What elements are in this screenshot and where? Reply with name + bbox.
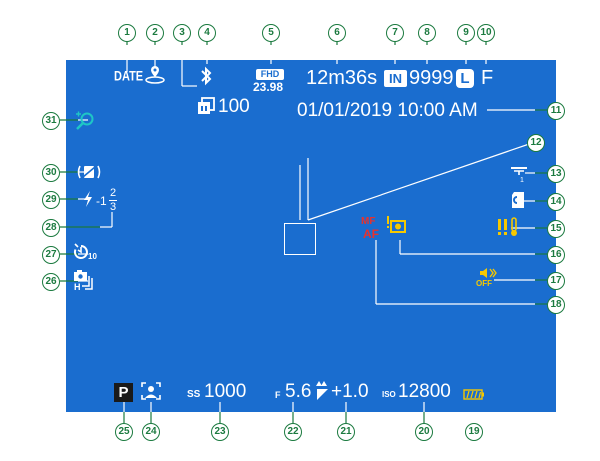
aperture-value: 5.6 bbox=[285, 381, 312, 402]
focus-frame bbox=[284, 223, 316, 255]
callout-12: 12 bbox=[527, 134, 545, 152]
iso-value: 12800 bbox=[398, 381, 451, 402]
wireless-transfer-icon bbox=[196, 96, 216, 121]
callout-31: 31 bbox=[42, 112, 60, 130]
temperature-warning-icon bbox=[496, 216, 522, 243]
image-quality: F bbox=[481, 67, 494, 89]
image-stabilization-icon bbox=[76, 162, 102, 187]
manual-focus-label: MF bbox=[361, 216, 376, 227]
record-time: 12m36s bbox=[306, 67, 378, 89]
continuous-drive-icon bbox=[72, 268, 96, 295]
callout-10: 10 bbox=[477, 24, 495, 42]
exposure-comp-value: +1.0 bbox=[331, 381, 369, 402]
iso-label: ISO bbox=[382, 390, 396, 399]
image-size-badge: L bbox=[456, 69, 474, 88]
callout-19: 19 bbox=[465, 423, 483, 441]
card-icon bbox=[510, 190, 528, 215]
callout-25: 25 bbox=[115, 423, 133, 441]
callout-16: 16 bbox=[547, 246, 565, 264]
flash-comp-denominator: 3 bbox=[110, 201, 117, 213]
wireless-count: 100 bbox=[218, 96, 250, 117]
callout-2: 2 bbox=[146, 24, 164, 42]
svg-text:1: 1 bbox=[520, 177, 524, 183]
flash-comp-fraction-bar bbox=[109, 200, 117, 202]
callout-23: 23 bbox=[211, 423, 229, 441]
shutter-speed-value: 1000 bbox=[204, 381, 247, 402]
location-icon bbox=[144, 64, 166, 89]
flash-comp-main: -1 bbox=[96, 194, 107, 208]
callout-4: 4 bbox=[198, 24, 216, 42]
callout-15: 15 bbox=[547, 220, 565, 238]
bluetooth-icon bbox=[199, 66, 213, 91]
flash-comp-numerator: 2 bbox=[110, 187, 117, 199]
callout-18: 18 bbox=[547, 296, 565, 314]
callout-20: 20 bbox=[415, 423, 433, 441]
fhd-badge: FHD bbox=[256, 69, 284, 80]
callout-11: 11 bbox=[547, 102, 565, 120]
flash-icon bbox=[82, 190, 94, 213]
callout-6: 6 bbox=[328, 24, 346, 42]
white-balance-icon: 1 bbox=[508, 163, 530, 188]
callout-13: 13 bbox=[547, 165, 565, 183]
self-timer-value: 10 bbox=[88, 252, 97, 261]
callout-5: 5 bbox=[262, 24, 280, 42]
callout-24: 24 bbox=[142, 423, 160, 441]
callout-7: 7 bbox=[386, 24, 404, 42]
callout-3: 3 bbox=[173, 24, 191, 42]
callout-22: 22 bbox=[284, 423, 302, 441]
frames-remaining: 9999 bbox=[409, 67, 454, 89]
callout-17: 17 bbox=[547, 272, 565, 290]
self-timer-icon bbox=[72, 243, 90, 266]
battery-icon bbox=[463, 387, 485, 405]
autofocus-label: AF bbox=[363, 227, 379, 241]
callout-26: 26 bbox=[42, 273, 60, 291]
shooting-mode-badge: P bbox=[114, 383, 133, 402]
callout-29: 29 bbox=[42, 191, 60, 209]
callout-9: 9 bbox=[457, 24, 475, 42]
face-detection-icon bbox=[140, 381, 162, 406]
callout-8: 8 bbox=[418, 24, 436, 42]
date-time: 01/01/2019 10:00 AM bbox=[297, 100, 478, 121]
callout-21: 21 bbox=[337, 423, 355, 441]
callout-28: 28 bbox=[42, 219, 60, 237]
shutter-speed-label: SS bbox=[187, 389, 201, 400]
sound-icon bbox=[478, 266, 498, 284]
callout-27: 27 bbox=[42, 246, 60, 264]
aperture-label: F bbox=[275, 390, 281, 400]
zoom-icon bbox=[74, 110, 98, 137]
exposure-comp-icon bbox=[316, 380, 330, 407]
lcd-screen bbox=[66, 60, 556, 412]
sound-off-label: OFF bbox=[476, 279, 492, 288]
camera-shake-icon bbox=[385, 215, 411, 242]
internal-memory-badge: IN bbox=[384, 70, 407, 87]
callout-14: 14 bbox=[547, 193, 565, 211]
drive-speed: H bbox=[74, 282, 81, 292]
callout-30: 30 bbox=[42, 164, 60, 182]
frame-rate: 23.98 bbox=[253, 80, 284, 94]
date-stamp-label: DATE bbox=[114, 69, 144, 85]
callout-1: 1 bbox=[118, 24, 136, 42]
